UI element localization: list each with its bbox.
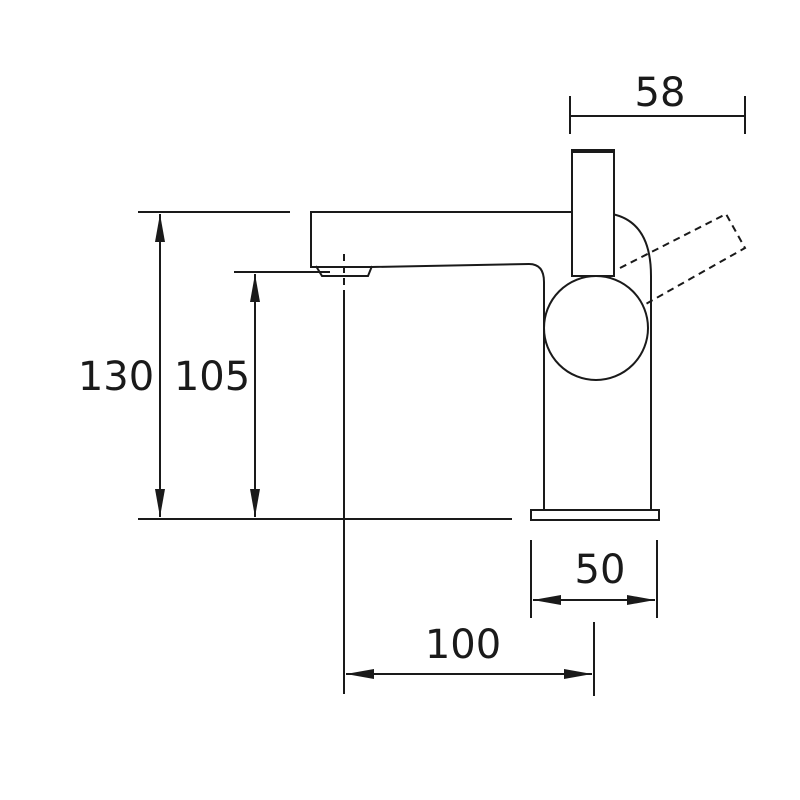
label-background xyxy=(76,348,158,398)
dimension-spout-reach: 100 xyxy=(346,622,595,696)
tap-outline xyxy=(310,149,747,521)
arrow-left xyxy=(533,595,561,605)
arrow-up xyxy=(155,214,165,242)
body-top-curve xyxy=(611,213,652,277)
arrow-right xyxy=(627,595,655,605)
base-plate xyxy=(530,509,660,521)
arrow-up xyxy=(250,274,260,302)
dimension-spout-height: 105 xyxy=(172,271,330,517)
label-background xyxy=(172,348,254,398)
dimension-label-50: 50 xyxy=(575,547,626,593)
dimension-total-height: 130 xyxy=(76,211,512,520)
handle-hub xyxy=(543,275,649,381)
dimension-label-130: 130 xyxy=(78,354,154,400)
arrow-down xyxy=(155,489,165,517)
handle-rotated-position xyxy=(619,212,747,306)
arrow-left xyxy=(346,669,374,679)
handle-lever xyxy=(571,149,615,277)
dimension-label-58: 58 xyxy=(635,70,686,116)
dimension-base-width: 50 xyxy=(530,540,658,618)
arrow-right xyxy=(564,669,592,679)
dimension-handle-width: 58 xyxy=(569,70,746,134)
dimension-label-105: 105 xyxy=(174,354,250,400)
arrow-down xyxy=(250,489,260,517)
dimension-label-100: 100 xyxy=(425,622,501,668)
spout-outline xyxy=(310,211,571,510)
